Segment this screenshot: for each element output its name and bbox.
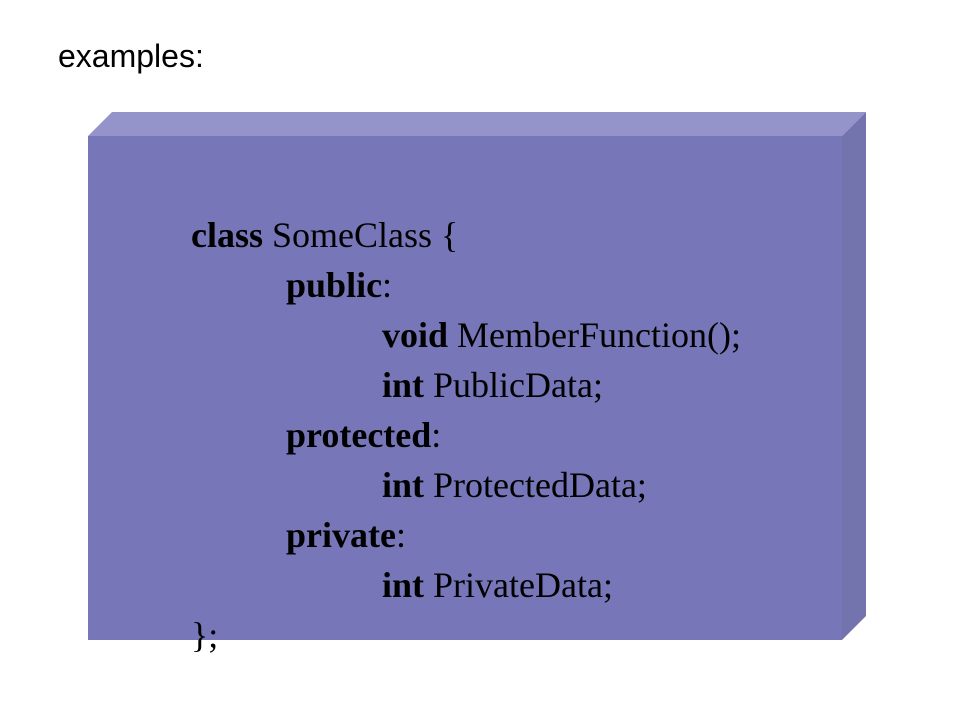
code-keyword: void [382,315,449,355]
slide-heading: examples: [58,38,204,74]
code-box-face [88,136,842,640]
code-keyword: protected [286,415,432,455]
code-keyword: int [382,465,425,505]
code-box-side-bevel [842,112,866,640]
code-text: : [382,265,393,305]
code-keyword: private [286,515,396,555]
code-text: }; [191,615,219,655]
code-keyword: int [382,565,425,605]
code-line: int PublicData; [346,310,603,405]
code-text: : [431,415,442,455]
code-box-top-bevel [88,112,866,136]
code-keyword: class [191,215,263,255]
code-keyword: int [382,365,425,405]
code-line: }; [155,560,218,655]
code-text: PublicData; [424,365,603,405]
code-keyword: public [286,265,383,305]
code-text: : [395,515,406,555]
code-line: int PrivateData; [346,510,613,605]
code-text: SomeClass { [263,215,459,255]
code-line: public: [250,210,392,305]
code-line: protected: [250,360,441,455]
code-line: void MemberFunction(); [346,260,741,355]
code-text: MemberFunction(); [448,315,741,355]
code-text: PrivateData; [424,565,613,605]
code-line: class SomeClass { [155,160,458,255]
code-box [88,112,866,640]
code-line: private: [250,460,406,555]
code-box-3d-shape [88,112,866,640]
code-line: int ProtectedData; [346,410,647,505]
code-text: ProtectedData; [424,465,647,505]
